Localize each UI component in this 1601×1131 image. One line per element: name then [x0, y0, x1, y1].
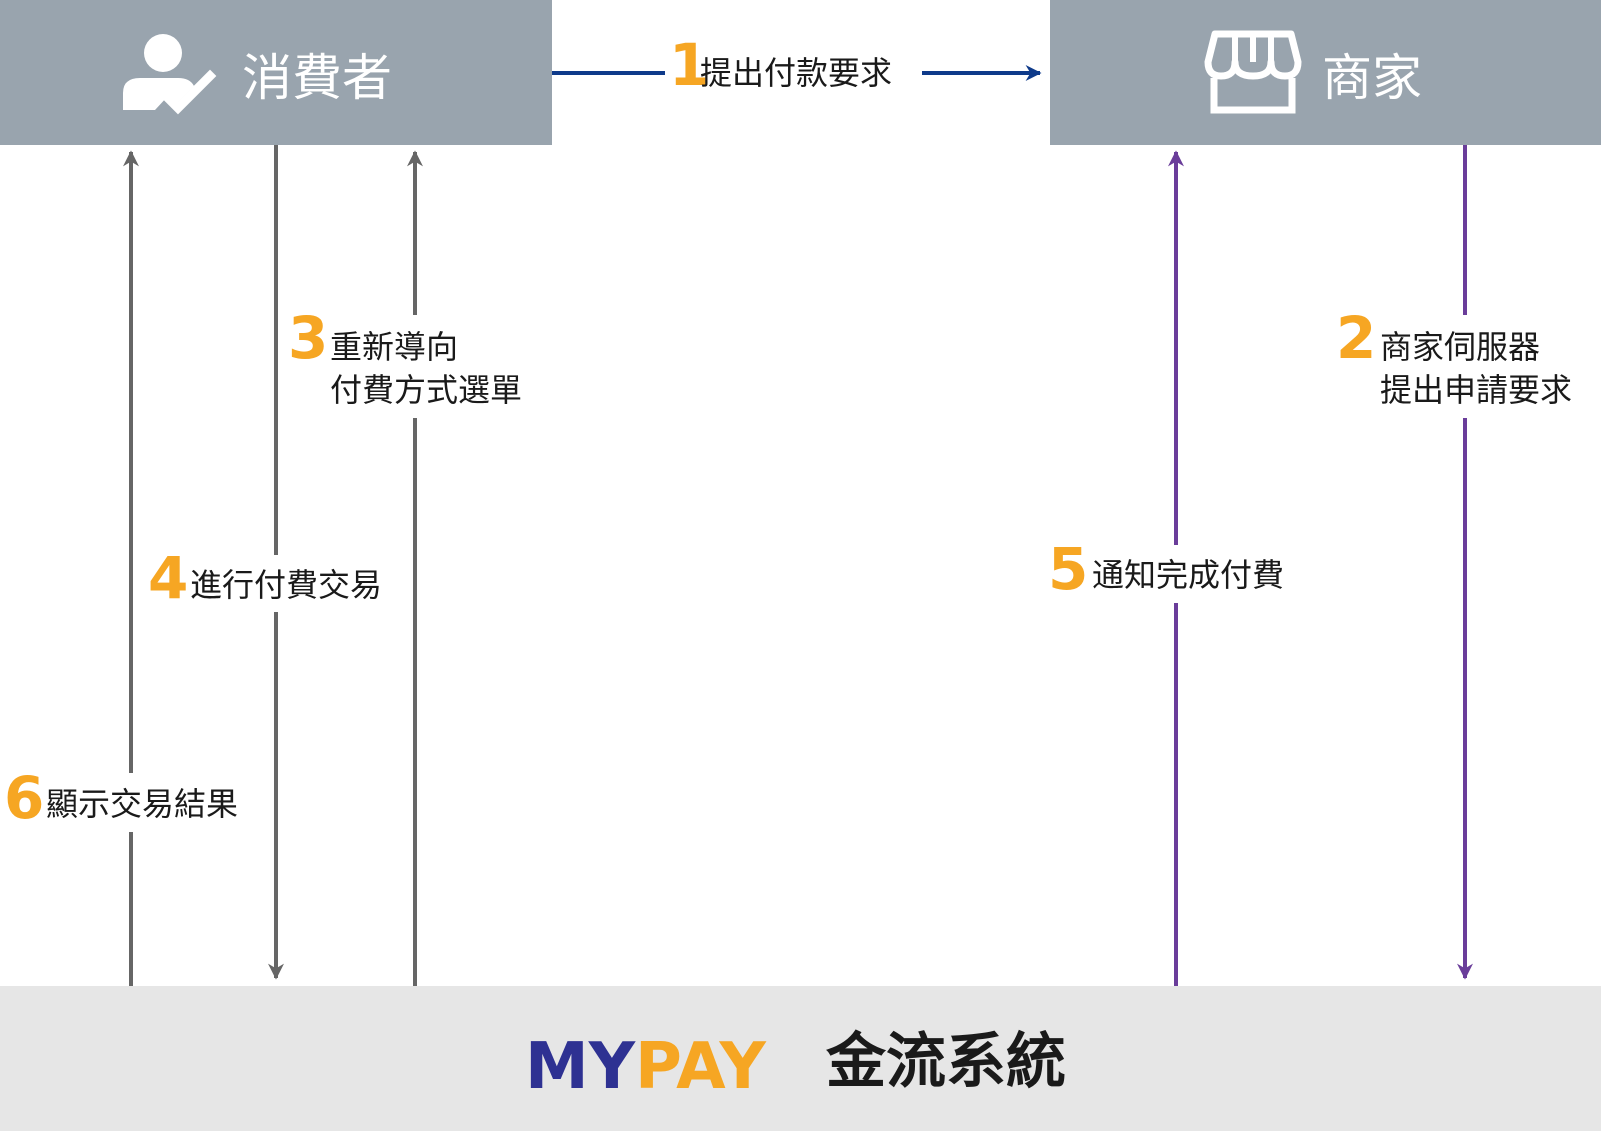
step-4-text: 進行付費交易: [190, 566, 382, 604]
step-3-text-line2: 付費方式選單: [330, 371, 522, 409]
step-3-label: 3 重新導向 付費方式選單: [288, 304, 522, 409]
step-6-text: 顯示交易結果: [46, 785, 238, 823]
step-6-number: 6: [4, 764, 44, 832]
brand-logo-part2: PAY: [635, 1030, 766, 1104]
step-2-text-line2: 提出申請要求: [1380, 371, 1572, 409]
merchant-box: 商家: [1050, 0, 1601, 145]
merchant-label: 商家: [1322, 49, 1422, 107]
step-3-text-line1: 重新導向: [330, 328, 458, 366]
step-4-number: 4: [148, 544, 188, 612]
brand-logo: MYPAY: [525, 1030, 766, 1104]
user-check-icon: [123, 34, 217, 115]
system-label: 金流系統: [826, 1027, 1066, 1097]
step-1-text: 提出付款要求: [700, 54, 892, 92]
step-3-number: 3: [288, 304, 328, 372]
step-5-number: 5: [1048, 535, 1088, 603]
step-2-number: 2: [1336, 304, 1376, 372]
step-6-label: 6 顯示交易結果: [4, 764, 238, 832]
step-2-label: 2 商家伺服器 提出申請要求: [1336, 304, 1572, 409]
storefront-icon: [1204, 30, 1302, 114]
step-5-text: 通知完成付費: [1092, 556, 1284, 594]
step-1-number: 1: [669, 31, 709, 99]
step-4-label: 4 進行付費交易: [148, 544, 382, 612]
step-5-label: 5 通知完成付費: [1048, 535, 1284, 603]
step-2-text-line1: 商家伺服器: [1380, 328, 1540, 366]
consumer-box: 消費者: [0, 0, 552, 145]
consumer-label: 消費者: [242, 49, 392, 107]
brand-logo-part1: MY: [525, 1030, 636, 1104]
step-1-label: 1 提出付款要求: [669, 31, 892, 99]
payment-system-box: MYPAY 金流系統: [0, 986, 1601, 1131]
